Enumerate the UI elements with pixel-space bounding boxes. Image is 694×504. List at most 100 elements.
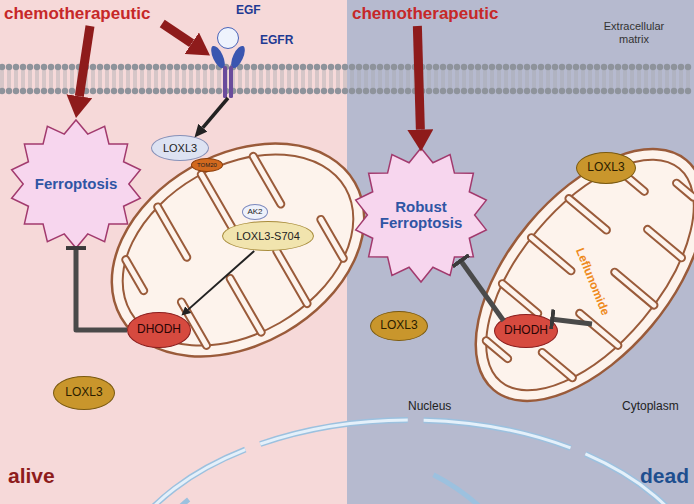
lipid-tail (442, 70, 443, 88)
protein-ellipse: LOXL3 (370, 311, 428, 341)
lipid-tail (528, 70, 529, 88)
lipid-tail (22, 70, 23, 88)
lipid-head (125, 64, 131, 70)
lipid-tail (351, 70, 352, 88)
lipid-head (545, 64, 551, 70)
lipid-tail (80, 70, 81, 88)
lipid-tail (582, 70, 583, 88)
lipid-tail (262, 70, 263, 88)
lipid-tail (598, 70, 599, 88)
lipid-tail (395, 70, 396, 88)
lipid-head (678, 88, 684, 94)
crista (677, 183, 694, 197)
lipid-tail (260, 70, 261, 88)
lipid-head (426, 64, 432, 70)
lipid-head (272, 64, 278, 70)
lipid-head (433, 88, 439, 94)
crista-lumen (321, 219, 343, 258)
lipid-tail (561, 70, 562, 88)
lipid-tail (330, 70, 331, 88)
lipid-tail (603, 70, 604, 88)
lipid-head (349, 88, 355, 94)
lipid-tail (430, 70, 431, 88)
lipid-head (440, 88, 446, 94)
lipid-tail (204, 70, 205, 88)
lipid-head (251, 64, 257, 70)
lipid-tail (38, 70, 39, 88)
crista (569, 199, 607, 230)
lipid-head (27, 88, 33, 94)
lipid-head (307, 88, 313, 94)
lipid-head (244, 64, 250, 70)
lipid-tail (668, 70, 669, 88)
lipid-head (377, 64, 383, 70)
lipid-head (538, 64, 544, 70)
activation-arrow (162, 24, 191, 44)
lipid-tail (344, 70, 345, 88)
lipid-head (0, 88, 5, 94)
lipid-tail (449, 70, 450, 88)
state-label: dead (640, 464, 694, 488)
lipid-tail (498, 70, 499, 88)
crista-lumen (253, 156, 281, 204)
lipid-head (370, 64, 376, 70)
lipid-head (258, 64, 264, 70)
lipid-tail (563, 70, 564, 88)
lipid-head (440, 64, 446, 70)
lipid-head (685, 88, 691, 94)
lipid-head (335, 64, 341, 70)
lipid-tail (269, 70, 270, 88)
ligand-circle: EGF (217, 27, 239, 49)
lipid-head (475, 64, 481, 70)
lipid-tail (276, 70, 277, 88)
lipid-tail (339, 70, 340, 88)
lipid-tail (57, 70, 58, 88)
lipid-head (132, 64, 138, 70)
protein-ellipse: LOXL3 (53, 376, 115, 410)
lipid-head (160, 88, 166, 94)
lipid-head (496, 88, 502, 94)
lipid-tail (171, 70, 172, 88)
lipid-head (643, 64, 649, 70)
lipid-tail (652, 70, 653, 88)
lipid-head (391, 88, 397, 94)
burst-shape (356, 148, 487, 282)
lipid-head (209, 88, 215, 94)
protein-ellipse: LOXL3-S704 (222, 221, 314, 251)
lipid-tail (52, 70, 53, 88)
lipid-head (510, 88, 516, 94)
lipid-tail (108, 70, 109, 88)
node-text: chemotherapeutic (352, 5, 498, 24)
crista (615, 272, 654, 305)
node-text: DHODH (504, 324, 548, 337)
crista-lumen (230, 278, 261, 332)
node-text: LOXL3 (587, 161, 624, 174)
lipid-tail (486, 70, 487, 88)
region-label: Extracellular matrix (588, 20, 680, 45)
lipid-head (559, 64, 565, 70)
node-text: Robust Ferroptosis (371, 199, 471, 232)
lipid-tail (570, 70, 571, 88)
lipid-tail (66, 70, 67, 88)
lipid-tail (409, 70, 410, 88)
lipid-tail (372, 70, 373, 88)
lipid-head (552, 88, 558, 94)
lipid-head (279, 88, 285, 94)
lipid-head (503, 64, 509, 70)
lipid-head (286, 88, 292, 94)
lipid-head (496, 64, 502, 70)
lipid-head (153, 64, 159, 70)
lipid-tail (451, 70, 452, 88)
lipid-tail (463, 70, 464, 88)
crista-lumen (126, 260, 144, 291)
lipid-head (160, 64, 166, 70)
inhibition-connector (550, 319, 592, 324)
lipid-head (314, 64, 320, 70)
crista (277, 251, 307, 304)
lipid-tail (421, 70, 422, 88)
lipid-head (671, 64, 677, 70)
crista-lumen (531, 238, 571, 271)
lipid-tail (73, 70, 74, 88)
lipid-tail (185, 70, 186, 88)
lipid-tail (591, 70, 592, 88)
